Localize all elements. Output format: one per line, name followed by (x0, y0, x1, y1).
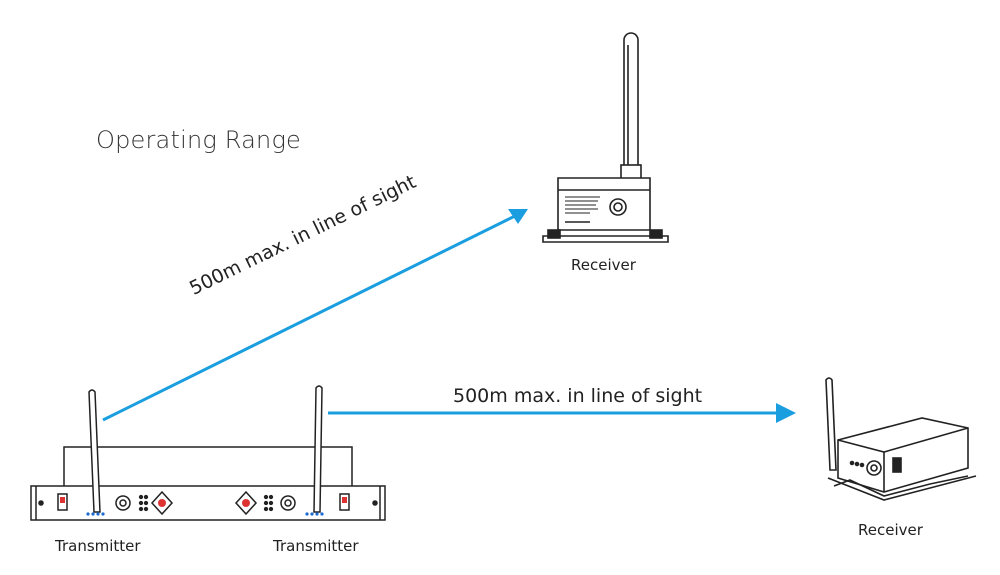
receiver-top-label: Receiver (571, 256, 636, 274)
diagram-title: Operating Range (96, 126, 302, 154)
horizontal-range-label: 500m max. in line of sight (453, 385, 703, 407)
diagonal-arrowhead (508, 209, 528, 224)
receiver-right-device (825, 377, 977, 501)
receiver-top-device (542, 32, 669, 243)
diagonal-range-arrow (102, 210, 524, 422)
horizontal-arrowhead (776, 403, 796, 423)
transmitter-right-label: Transmitter (273, 537, 359, 555)
transmitter-rack-device (30, 385, 386, 521)
receiver-right-label: Receiver (858, 521, 923, 539)
transmitter-left-label: Transmitter (55, 537, 141, 555)
